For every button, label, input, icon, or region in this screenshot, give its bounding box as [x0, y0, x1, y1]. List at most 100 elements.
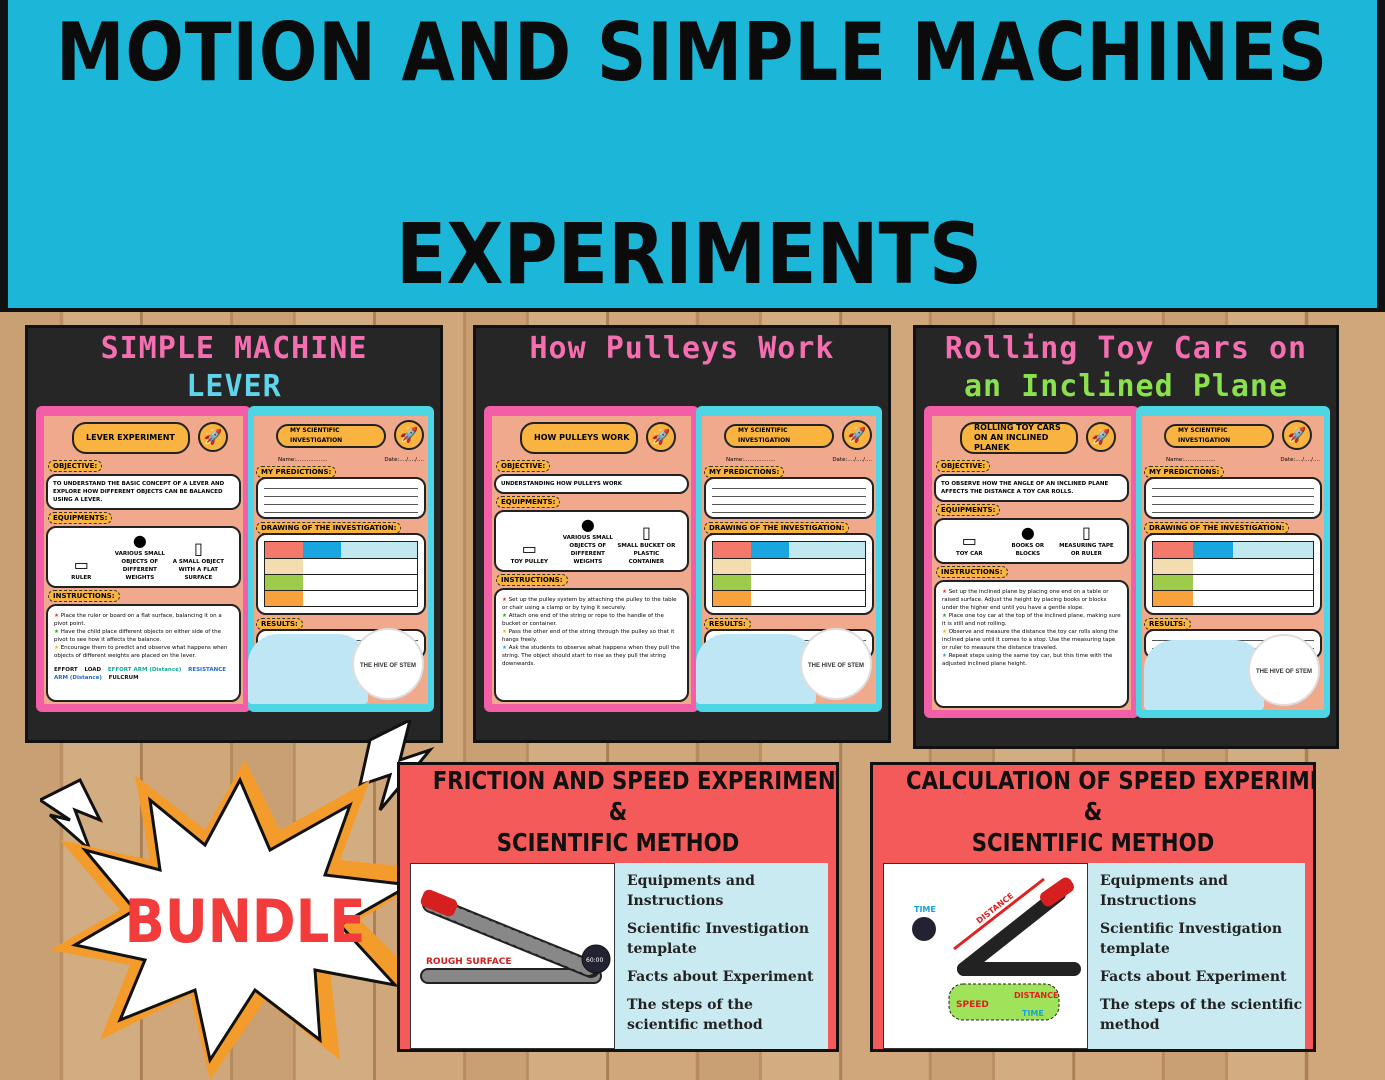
product-subtitle: SCIENTIFIC METHOD [971, 828, 1215, 857]
product-title: CALCULATION OF SPEED EXPERIMENT [906, 766, 1316, 795]
children-illustration [248, 634, 368, 704]
equipments-label: EQUIPMENTS: [496, 496, 561, 508]
worksheet-title: How Pulleys Work [476, 330, 888, 368]
date-field: Date:..../..../.... [384, 457, 424, 463]
feature-item: Scientific Investigation template [1100, 921, 1282, 957]
objective-text: UNDERSTANDING HOW PULLEYS WORK [494, 474, 689, 494]
product-subtitle: SCIENTIFIC METHOD [496, 828, 740, 857]
instruction-item: ★ Place the ruler or board on a flat sur… [54, 613, 222, 627]
rocket-icon: 🚀 [394, 420, 424, 450]
stem-hive-logo: THE HIVE OF STEM [352, 628, 424, 700]
investigation-title: MY SCIENTIFIC INVESTIGATION [276, 424, 386, 448]
worksheet-title-line: How Pulleys Work [529, 331, 835, 366]
rocket-icon: 🚀 [842, 420, 872, 450]
rocket-icon: 🚀 [1086, 422, 1116, 452]
star-icon: ★ [502, 613, 507, 619]
instruction-item: ★ Have the child place different objects… [54, 629, 222, 643]
date-field: Date:..../..../.... [832, 457, 872, 463]
star-icon: ★ [942, 613, 947, 619]
bundle-starburst: BUNDLE [40, 720, 440, 1080]
diagram-label: LOAD [84, 667, 102, 673]
children-illustration [1144, 640, 1264, 710]
name-field: Name:.................. [1166, 457, 1216, 463]
objective-text: TO OBSERVE HOW THE ANGLE OF AN INCLINED … [934, 474, 1129, 502]
feature-item: Scientific Investigation template [627, 921, 809, 957]
equipment-item: ▭RULER [52, 556, 111, 582]
equipment-item: ▯MEASURING TAPE OR RULER [1059, 523, 1114, 558]
worksheet-card: How Pulleys Work HOW PULLEYS WORK 🚀 OBJE… [473, 325, 891, 743]
feature-item: The steps of the scientific method [627, 997, 763, 1033]
objective-label: OBJECTIVE: [48, 460, 103, 472]
equipments-box: ▭TOY CAR●BOOKS OR BLOCKS▯MEASURING TAPE … [934, 518, 1129, 564]
equipment-icon: ▭ [73, 555, 89, 574]
instructions-label: INSTRUCTIONS: [48, 590, 120, 602]
name-field: Name:.................. [278, 457, 328, 463]
star-icon: ★ [502, 645, 507, 651]
equipment-icon: ● [132, 531, 147, 550]
instructions-box: ★ Set up the pulley system by attaching … [494, 588, 689, 702]
drawing-box [1144, 533, 1322, 615]
timer-readout: 60:00 [586, 957, 603, 964]
title-line-1: MOTION AND SIMPLE MACHINES [56, 6, 1329, 99]
objective-text: TO UNDERSTAND THE BASIC CONCEPT OF A LEV… [46, 474, 241, 510]
equipment-icon: ▯ [641, 523, 651, 542]
worksheet-title-line: Rolling Toy Cars on [944, 331, 1308, 366]
speed-ramp-illustration: TIME DISTANCE SPEED DISTANCE TIME [912, 877, 1081, 1021]
equipment-item: ▯SMALL BUCKET OR PLASTIC CONTAINER [617, 523, 676, 566]
product-ampersand: & [608, 797, 628, 826]
product-preview-image: ROUGH SURFACE 60:00 [410, 863, 615, 1049]
instruction-item: ★ Attach one end of the string or rope t… [502, 613, 664, 627]
star-icon: ★ [502, 629, 507, 635]
investigation-title: MY SCIENTIFIC INVESTIGATION [1164, 424, 1274, 448]
feature-item: Equipments and Instructions [1100, 873, 1228, 909]
product-title: FRICTION AND SPEED EXPERIMENT [432, 766, 839, 795]
equipments-box: ▭TOY PULLEY●VARIOUS SMALL OBJECTS OF DIF… [494, 510, 689, 572]
stem-hive-logo: THE HIVE OF STEM [1248, 634, 1320, 706]
product-ampersand: & [1083, 797, 1103, 826]
experiment-title: HOW PULLEYS WORK [520, 422, 638, 454]
equipment-item: ▯A SMALL OBJECT WITH A FLAT SURFACE [169, 540, 228, 582]
investigation-title: MY SCIENTIFIC INVESTIGATION [724, 424, 834, 448]
equipment-icon: ▯ [193, 539, 203, 558]
star-icon: ★ [54, 645, 59, 651]
diagram-label: EFFORT ARM (Distance) [107, 667, 182, 673]
product-card-friction: FRICTION AND SPEED EXPERIMENT & SCIENTIF… [397, 762, 839, 1052]
diagram-label: FULCRUM [108, 675, 139, 681]
worksheet-title-line: an Inclined Plane [963, 369, 1289, 404]
instruction-item: ★ Place one toy car at the top of the in… [942, 613, 1121, 627]
instruction-item: ★ Repeat steps using the same toy car, b… [942, 653, 1113, 667]
rough-surface-label: ROUGH SURFACE [426, 957, 512, 967]
star-icon: ★ [942, 629, 947, 635]
instructions-label: INSTRUCTIONS: [496, 574, 568, 586]
results-label: RESULTS: [1144, 618, 1191, 630]
worksheet-title-line: LEVER [186, 369, 282, 404]
equipment-item: ▭TOY PULLEY [500, 540, 559, 566]
equipments-label: EQUIPMENTS: [936, 504, 1001, 516]
equipments-label: EQUIPMENTS: [48, 512, 113, 524]
drawing-box [704, 533, 874, 615]
worksheet-right-page: MY SCIENTIFIC INVESTIGATION 🚀 Name:.....… [248, 406, 434, 712]
stem-hive-logo: THE HIVE OF STEM [800, 628, 872, 700]
feature-item: Equipments and Instructions [627, 873, 755, 909]
equipment-icon: ● [580, 515, 595, 534]
experiment-title: ROLLING TOY CARS ON AN INCLINED PLANEK [960, 422, 1078, 454]
worksheet-left-page: HOW PULLEYS WORK 🚀 OBJECTIVE: UNDERSTAND… [484, 406, 699, 712]
predictions-box [256, 477, 426, 519]
rocket-icon: 🚀 [1282, 420, 1312, 450]
bundle-label: BUNDLE [125, 888, 366, 957]
distance-label: DISTANCE [975, 891, 1016, 925]
product-feature-list: Equipments and Instructions Scientific I… [615, 863, 828, 1049]
objective-label: OBJECTIVE: [936, 460, 991, 472]
star-icon: ★ [942, 589, 947, 595]
star-icon: ★ [54, 629, 59, 635]
formula-denominator: TIME [1022, 1009, 1044, 1018]
equipment-item: ▭TOY CAR [940, 532, 999, 558]
feature-item: The steps of the scientific method [1100, 997, 1303, 1033]
product-preview-image: TIME DISTANCE SPEED DISTANCE TIME [883, 863, 1088, 1049]
equipment-item: ●BOOKS OR BLOCKS [999, 524, 1058, 558]
lightning-bolt-icon [40, 777, 104, 852]
equipment-icon: ▭ [961, 531, 977, 550]
